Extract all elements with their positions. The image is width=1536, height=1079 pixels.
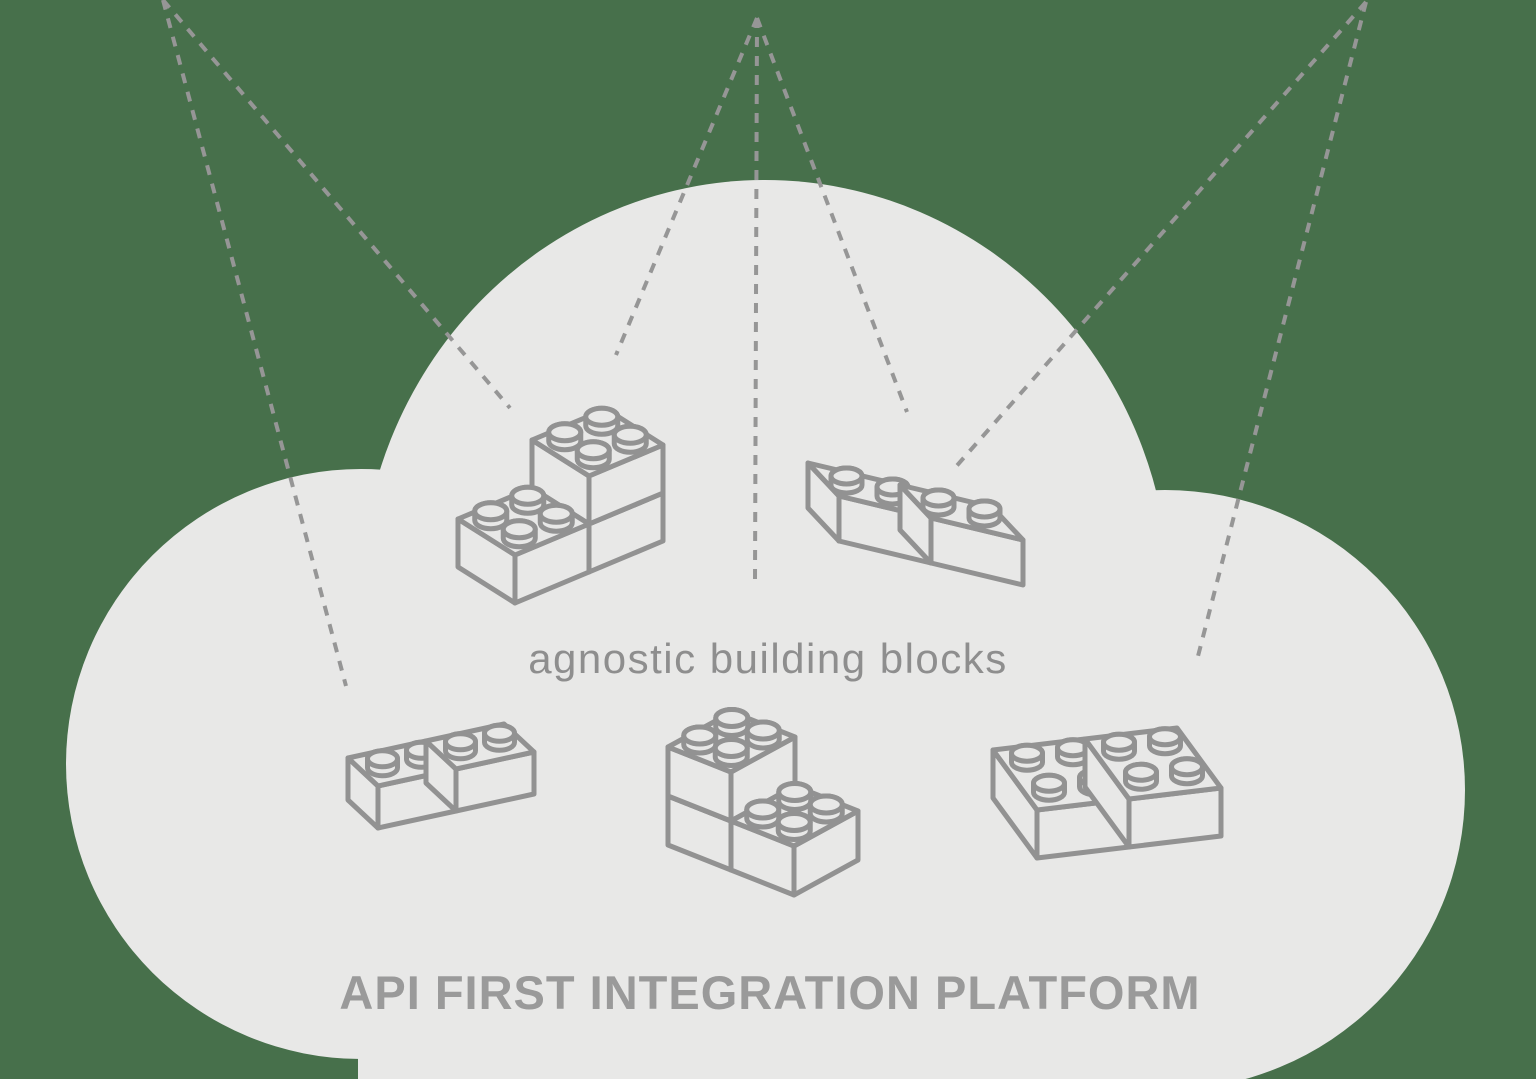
stud-top: [828, 465, 865, 487]
brick-cluster-1x4-top-right: [805, 460, 1026, 588]
stud-top: [920, 487, 957, 509]
brick-cluster-stair-center: [665, 707, 861, 898]
stud-top: [1031, 772, 1067, 794]
stud-top: [583, 405, 621, 428]
stud-top: [509, 484, 547, 507]
dashed-line-1: [161, 0, 348, 687]
stud-top: [472, 500, 510, 523]
dashed-line-3: [614, 17, 759, 356]
stud-top: [807, 793, 845, 816]
agnostic-building-blocks-label: agnostic building blocks: [528, 635, 1008, 682]
stud-top: [574, 439, 612, 462]
dashed-connector-lines: [161, 0, 1368, 687]
stud-top: [365, 748, 400, 770]
stud-top: [546, 421, 584, 444]
stud-top: [713, 707, 751, 729]
dashed-line-6: [951, 0, 1368, 472]
stud-top: [1169, 756, 1205, 778]
stud-top: [744, 798, 782, 821]
stud-top: [966, 498, 1003, 520]
stud-top: [776, 781, 814, 803]
stud-top: [712, 737, 750, 759]
stud-top: [744, 719, 782, 742]
brick-cluster-stair-top-left: [455, 405, 666, 606]
building-blocks-illustration: [345, 405, 1224, 898]
stud-top: [775, 811, 813, 833]
stud-top: [1101, 731, 1137, 753]
stud-top: [500, 518, 538, 541]
dashed-line-2: [161, 0, 512, 410]
stud-top: [1009, 742, 1045, 764]
stud-top: [443, 731, 478, 753]
stud-top: [1147, 726, 1183, 748]
stud-top: [1123, 761, 1159, 783]
brick-cluster-2x4-right: [990, 725, 1224, 861]
stud-top: [537, 502, 575, 525]
stud-top: [611, 423, 649, 446]
cloud-shape: [66, 180, 1465, 1079]
stud-top: [482, 722, 517, 744]
stud-top: [681, 724, 719, 747]
dashed-line-5: [755, 17, 909, 413]
brick-cluster-1x4-bottom-left: [345, 721, 537, 831]
platform-title: API FIRST INTEGRATION PLATFORM: [339, 966, 1200, 1019]
